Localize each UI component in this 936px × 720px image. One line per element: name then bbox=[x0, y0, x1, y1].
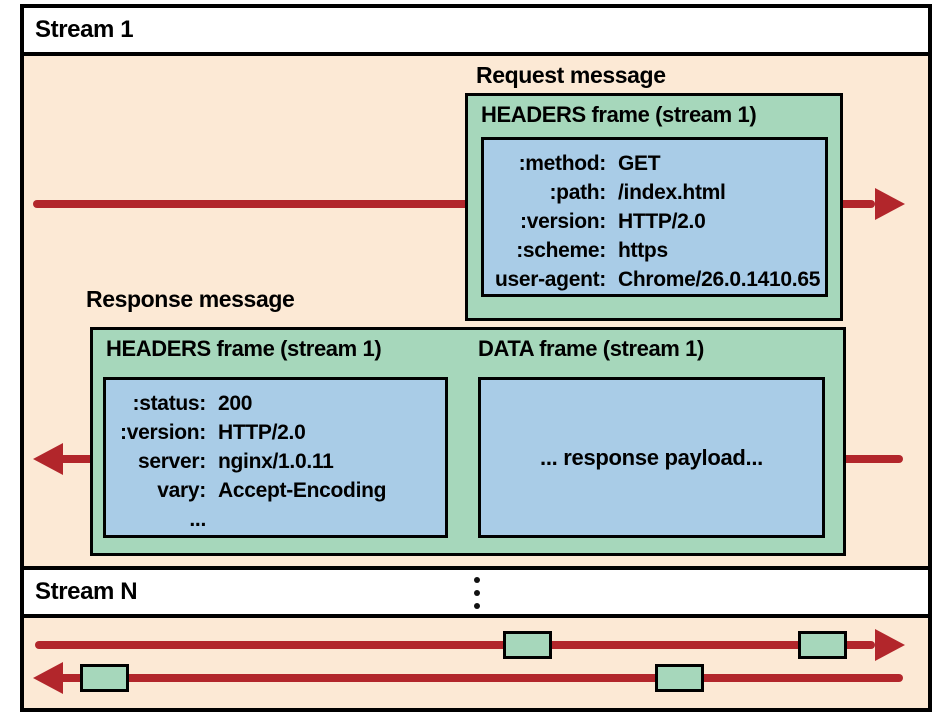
stream1-body: Request message HEADERS frame (stream 1)… bbox=[20, 52, 932, 570]
arrowhead-right-icon bbox=[875, 629, 905, 661]
header-value: Accept-Encoding bbox=[218, 479, 387, 502]
response-frames-container: HEADERS frame (stream 1) DATA frame (str… bbox=[90, 327, 846, 556]
streamN-title-bar: Stream N bbox=[20, 566, 932, 618]
ellipsis-icon bbox=[474, 577, 480, 609]
response-data-frame-title: DATA frame (stream 1) bbox=[478, 336, 704, 361]
header-value: /index.html bbox=[618, 181, 726, 204]
header-key: :version: bbox=[520, 210, 606, 233]
request-message-label: Request message bbox=[476, 62, 666, 88]
header-key: :version: bbox=[120, 421, 206, 444]
frame-block bbox=[503, 631, 552, 659]
response-headers-table: :status: 200 :version: HTTP/2.0 server: … bbox=[106, 380, 445, 534]
header-key: server: bbox=[138, 450, 206, 473]
header-key: :status: bbox=[132, 392, 207, 415]
frame-block bbox=[798, 631, 847, 659]
header-value: 200 bbox=[218, 392, 253, 415]
request-headers-box: :method: GET :path: /index.html :version… bbox=[481, 137, 828, 297]
streamN-response-arrow-line bbox=[59, 674, 903, 682]
response-payload-text: ... response payload... bbox=[540, 444, 763, 470]
arrowhead-left-icon bbox=[33, 662, 63, 694]
header-key: :method: bbox=[518, 152, 607, 175]
header-value bbox=[218, 505, 445, 534]
header-value: Chrome/26.0.1410.65 bbox=[618, 268, 821, 291]
frame-block bbox=[80, 664, 129, 692]
request-headers-frame: HEADERS frame (stream 1) :method: GET :p… bbox=[465, 93, 843, 321]
request-arrow-line bbox=[33, 200, 875, 208]
response-message-label: Response message bbox=[86, 286, 295, 312]
header-key: :path: bbox=[549, 181, 606, 204]
stream1-title-bar: Stream 1 bbox=[20, 4, 932, 56]
header-value: nginx/1.0.11 bbox=[218, 450, 334, 473]
arrowhead-left-icon bbox=[33, 443, 63, 475]
header-value: GET bbox=[618, 152, 661, 175]
header-key: vary: bbox=[157, 479, 206, 502]
frame-block bbox=[655, 664, 704, 692]
header-key: user-agent: bbox=[494, 268, 606, 291]
response-payload-box: ... response payload... bbox=[478, 377, 825, 538]
header-value: https bbox=[618, 239, 668, 262]
streamN-label: Stream N bbox=[35, 578, 138, 605]
header-value: HTTP/2.0 bbox=[218, 421, 306, 444]
streamN-request-arrow-line bbox=[35, 641, 875, 649]
header-key: ... bbox=[189, 508, 206, 531]
request-frame-title: HEADERS frame (stream 1) bbox=[481, 102, 757, 127]
header-value: HTTP/2.0 bbox=[618, 210, 706, 233]
header-key: :scheme: bbox=[516, 239, 606, 262]
stream1-label: Stream 1 bbox=[35, 16, 134, 43]
arrowhead-right-icon bbox=[875, 188, 905, 220]
streamN-body bbox=[20, 614, 932, 712]
request-headers-table: :method: GET :path: /index.html :version… bbox=[484, 140, 825, 294]
response-headers-box: :status: 200 :version: HTTP/2.0 server: … bbox=[103, 377, 448, 538]
response-headers-frame-title: HEADERS frame (stream 1) bbox=[106, 336, 382, 361]
